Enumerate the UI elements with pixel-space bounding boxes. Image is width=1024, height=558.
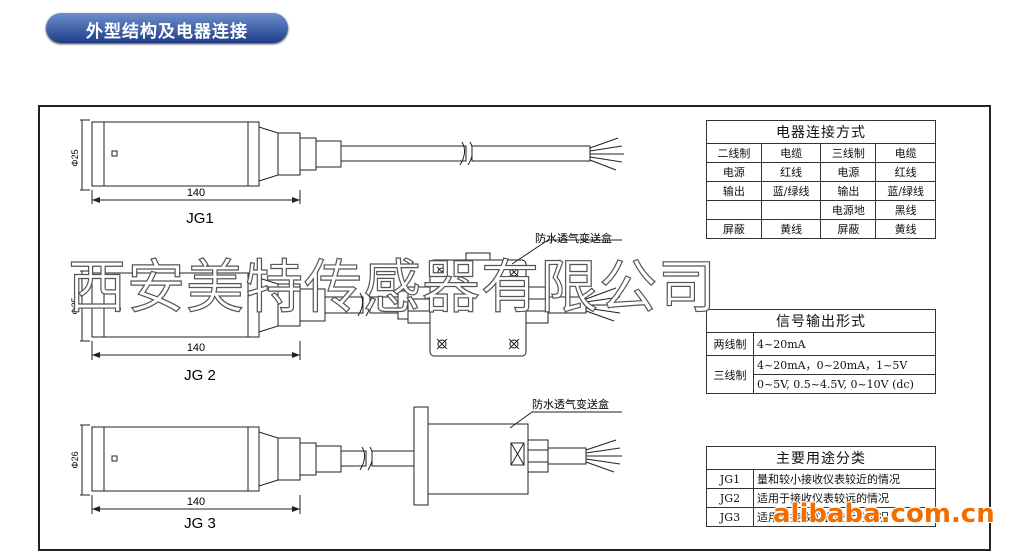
table-row: 二线制电缆 三线制电缆 (706, 143, 936, 163)
jg2-name-label: JG 2 (184, 367, 216, 384)
jg3-transmitter-box (413, 406, 622, 506)
table-row: 三线制 4~20mA，0~20mA，1~5V (706, 355, 936, 394)
table-row: JG2 适用于接收仪表较远的情况 (706, 488, 936, 508)
electrical-connection-table: 电器连接方式 二线制电缆 三线制电缆 电源红线 电源红线 输出蓝/绿线 输出蓝/… (706, 120, 936, 239)
jg2-junction-box (429, 239, 622, 357)
signal-table-title: 信号输出形式 (706, 309, 936, 333)
signal-output-table: 信号输出形式 两线制 4~20mA 三线制 4~20mA，0~20mA，1~5V… (706, 309, 936, 394)
table-row: 屏蔽黄线 屏蔽黄线 (706, 219, 936, 239)
table-row: JG3 适用于接收仪表较远的情况 (706, 507, 936, 527)
jg2-sensor-body (91, 272, 431, 338)
section-banner: 外型结构及电器连接 (46, 13, 288, 43)
jg1-length-label: 140 (187, 187, 205, 199)
section-title: 外型结构及电器连接 (86, 22, 248, 42)
table-row: 两线制 4~20mA (706, 332, 936, 356)
jg1-sensor-body (91, 121, 624, 187)
drawing-frame (38, 105, 991, 551)
table-row: 0~5V, 0.5~4.5V, 0~10V (dc) (707, 374, 936, 394)
usage-table: 主要用途分类 JG1 量和较小接收仪表较近的情况 JG2 适用于接收仪表较远的情… (706, 446, 936, 527)
jg2-length-label: 140 (187, 342, 205, 354)
jg3-name-label: JG 3 (184, 515, 216, 532)
site-watermark: alibaba.com.cn (773, 499, 995, 529)
jg3-diameter-label: Φ26 (70, 451, 80, 468)
usage-table-title: 主要用途分类 (706, 446, 936, 470)
jg1-name-label: JG1 (186, 210, 214, 227)
table-row: 输出蓝/绿线 输出蓝/绿线 (706, 181, 936, 201)
jg3-box-label: 防水透气变送盒 (532, 397, 609, 411)
jg3-sensor-body (91, 426, 415, 492)
company-watermark: 西安美特传感器有限公司 (67, 252, 718, 321)
table-row: 电源红线 电源红线 (706, 162, 936, 182)
jg3-length-label: 140 (187, 496, 205, 508)
table-row: JG1 量和较小接收仪表较近的情况 (706, 469, 936, 489)
jg2-box-label: 防水透气变送盒 (535, 231, 612, 245)
jg2-diameter-label: Φ25 (70, 297, 80, 314)
table-row: 电源地黑线 (706, 200, 936, 220)
jg1-diameter-label: Φ25 (70, 149, 80, 166)
electrical-table-title: 电器连接方式 (706, 120, 936, 144)
